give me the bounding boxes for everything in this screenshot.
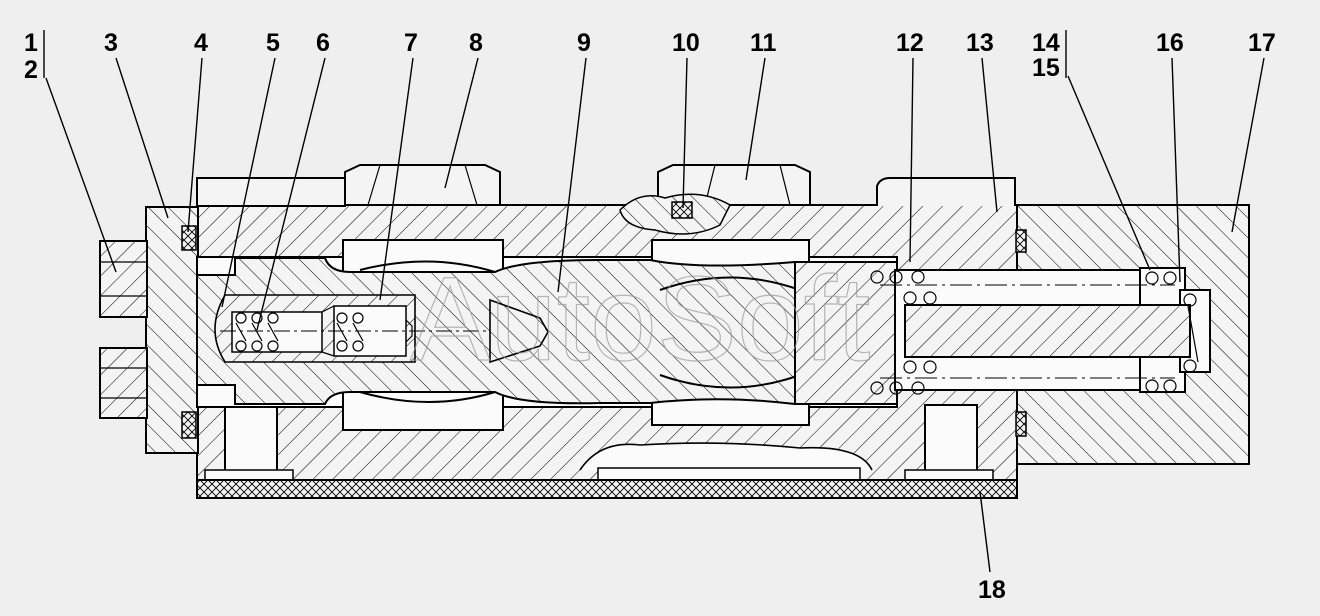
spring-right-end [1145, 271, 1199, 393]
spring-right-left [870, 270, 937, 395]
callout-14: 14 [1032, 29, 1060, 57]
hex-nut-8 [344, 164, 501, 206]
gasket-plate [196, 479, 1018, 499]
callout-17: 17 [1248, 29, 1276, 57]
plug-lower [99, 347, 148, 419]
callout-5: 5 [266, 29, 280, 57]
callout-6: 6 [316, 29, 330, 57]
leader-lines [43, 30, 1265, 573]
callout-12: 12 [896, 29, 924, 57]
callout-9: 9 [577, 29, 591, 57]
callout-11: 11 [750, 29, 777, 57]
spring-small-right [336, 312, 364, 352]
callout-16: 16 [1156, 29, 1184, 57]
needle-tip [489, 298, 549, 364]
bottom-ports [204, 404, 994, 481]
callout-1: 1 [24, 29, 38, 57]
hex-nut-11 [619, 164, 811, 235]
callout-18: 18 [978, 576, 1006, 604]
watermark: AutoSoft [410, 252, 870, 386]
spring-small-left [235, 312, 279, 352]
seal-rings [181, 225, 1027, 439]
callout-10: 10 [672, 29, 700, 57]
callout-2: 2 [24, 56, 38, 84]
callout-15: 15 [1032, 54, 1060, 82]
callout-13: 13 [966, 29, 994, 57]
callout-4: 4 [194, 29, 208, 57]
callout-8: 8 [469, 29, 483, 57]
callout-7: 7 [404, 29, 418, 57]
plug-upper [99, 240, 148, 318]
callout-labels: 1 2 3 4 5 6 7 8 9 10 11 12 13 14 15 16 1… [24, 29, 1276, 604]
callout-3: 3 [104, 29, 118, 57]
